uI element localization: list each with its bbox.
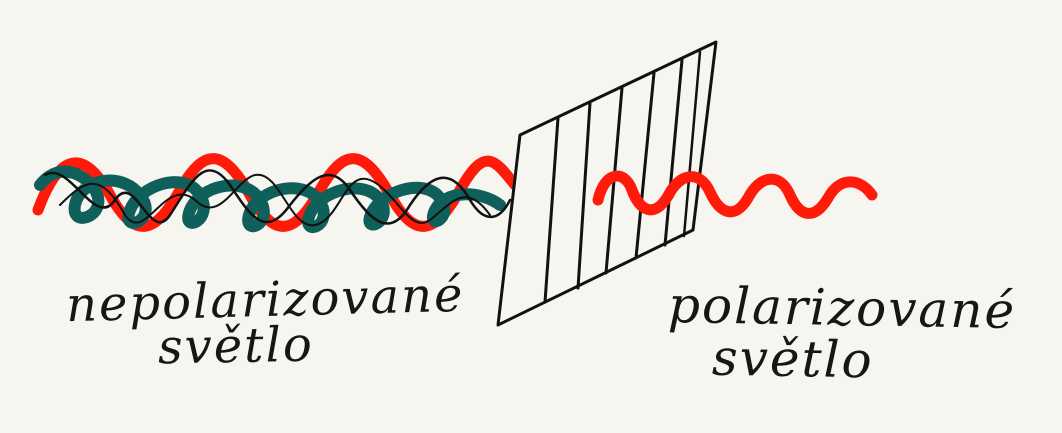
polarized-label-line2: světlo [712, 333, 875, 386]
unpolarized-label-line2: světlo [158, 321, 315, 372]
polarized-label-line1: polarizované [668, 280, 1017, 336]
